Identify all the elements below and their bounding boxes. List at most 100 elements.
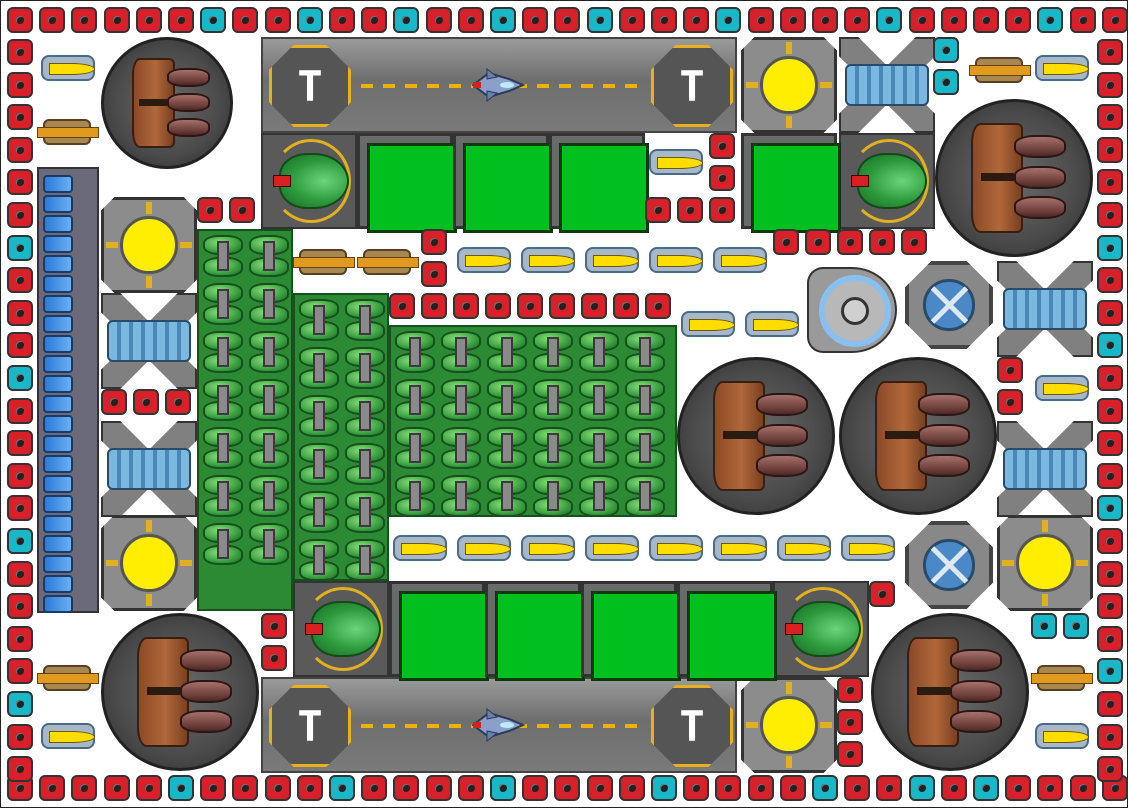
armor-block-red[interactable] xyxy=(1097,104,1123,131)
reactor-module[interactable] xyxy=(101,613,259,771)
armor-block-red[interactable] xyxy=(709,133,735,159)
fighter-hangar[interactable] xyxy=(293,581,389,677)
laser-turret[interactable] xyxy=(709,533,771,563)
armor-block-red[interactable] xyxy=(1097,267,1123,294)
armor-block-cyan[interactable] xyxy=(393,7,420,33)
laser-turret[interactable] xyxy=(645,533,707,563)
armor-block-red[interactable] xyxy=(618,775,645,801)
armor-block-red[interactable] xyxy=(261,613,287,639)
armor-block-red[interactable] xyxy=(779,775,806,801)
armor-block-red[interactable] xyxy=(71,775,98,801)
armor-block-red[interactable] xyxy=(683,775,710,801)
laser-turret[interactable] xyxy=(1031,373,1093,403)
armor-block-red[interactable] xyxy=(71,7,98,33)
armor-block-red[interactable] xyxy=(389,293,415,319)
beacon-tower[interactable] xyxy=(101,515,197,611)
laser-turret[interactable] xyxy=(1031,53,1093,83)
armor-block-red[interactable] xyxy=(709,165,735,191)
armor-block-red[interactable] xyxy=(773,229,799,255)
armor-block-red[interactable] xyxy=(997,357,1023,383)
landing-pad[interactable] xyxy=(581,581,681,681)
armor-block-red[interactable] xyxy=(554,7,581,33)
armor-block-red[interactable] xyxy=(1097,397,1123,424)
armor-block-red[interactable] xyxy=(549,293,575,319)
armor-block-red[interactable] xyxy=(677,197,703,223)
armor-block-red[interactable] xyxy=(1097,169,1123,196)
armor-block-cyan[interactable] xyxy=(908,775,935,801)
armor-block-red[interactable] xyxy=(1097,39,1123,65)
drill-module[interactable] xyxy=(101,421,197,517)
armor-block-red[interactable] xyxy=(421,229,447,255)
armor-block-red[interactable] xyxy=(7,136,33,163)
armor-block-red[interactable] xyxy=(39,775,66,801)
armor-block-red[interactable] xyxy=(876,775,903,801)
armor-block-red[interactable] xyxy=(135,775,162,801)
runway-pad-right[interactable]: T xyxy=(651,685,733,767)
cannon-turret[interactable] xyxy=(1031,661,1093,695)
armor-block-red[interactable] xyxy=(7,723,33,750)
armor-block-cyan[interactable] xyxy=(715,7,742,33)
armor-block-red[interactable] xyxy=(393,775,420,801)
armor-block-red[interactable] xyxy=(7,104,33,131)
armor-block-red[interactable] xyxy=(133,389,159,415)
armor-block-red[interactable] xyxy=(522,7,549,33)
armor-block-red[interactable] xyxy=(7,495,33,522)
armor-block-red[interactable] xyxy=(618,7,645,33)
armor-block-red[interactable] xyxy=(1097,202,1123,228)
laser-turret[interactable] xyxy=(677,309,739,339)
armor-block-red[interactable] xyxy=(973,7,999,33)
armor-block-red[interactable] xyxy=(844,775,871,801)
hydroponic-farm[interactable] xyxy=(293,293,389,581)
drill-module[interactable] xyxy=(101,293,197,389)
laser-turret[interactable] xyxy=(741,309,803,339)
reactor-module[interactable] xyxy=(935,99,1093,257)
reactor-module[interactable] xyxy=(101,37,233,169)
armor-block-red[interactable] xyxy=(1005,7,1032,33)
armor-block-red[interactable] xyxy=(425,7,452,33)
armor-block-red[interactable] xyxy=(457,7,484,33)
armor-block-red[interactable] xyxy=(421,293,447,319)
armor-block-red[interactable] xyxy=(296,775,323,801)
armor-block-red[interactable] xyxy=(101,389,127,415)
laser-turret[interactable] xyxy=(517,245,579,275)
armor-block-red[interactable] xyxy=(1069,775,1096,801)
laser-turret[interactable] xyxy=(37,721,99,751)
armor-block-red[interactable] xyxy=(869,229,895,255)
armor-block-red[interactable] xyxy=(361,775,388,801)
armor-block-red[interactable] xyxy=(264,7,291,33)
armor-block-red[interactable] xyxy=(645,293,671,319)
armor-block-red[interactable] xyxy=(1005,775,1032,801)
landing-pad[interactable] xyxy=(677,581,777,681)
runway-pad-left[interactable]: T xyxy=(269,685,351,767)
armor-block-red[interactable] xyxy=(747,775,774,801)
armor-block-red[interactable] xyxy=(7,267,33,294)
armor-block-cyan[interactable] xyxy=(7,365,33,391)
armor-block-cyan[interactable] xyxy=(7,234,33,261)
armor-block-cyan[interactable] xyxy=(1097,234,1123,261)
armor-block-cyan[interactable] xyxy=(933,69,959,95)
runway-pad-right[interactable]: T xyxy=(651,45,733,127)
cannon-turret[interactable] xyxy=(37,661,99,695)
beacon-tower[interactable] xyxy=(741,37,837,133)
armor-block-red[interactable] xyxy=(908,7,935,33)
laser-turret[interactable] xyxy=(453,245,515,275)
laser-turret[interactable] xyxy=(453,533,515,563)
armor-block-red[interactable] xyxy=(7,560,33,587)
armor-block-red[interactable] xyxy=(651,7,677,33)
landing-pad[interactable] xyxy=(357,133,457,233)
armor-block-red[interactable] xyxy=(683,7,710,33)
armor-block-red[interactable] xyxy=(581,293,607,319)
armor-block-cyan[interactable] xyxy=(1031,613,1057,639)
armor-block-red[interactable] xyxy=(421,261,447,287)
gear-hub-icon[interactable] xyxy=(905,521,993,609)
armor-block-cyan[interactable] xyxy=(200,7,227,33)
cannon-turret[interactable] xyxy=(969,53,1031,87)
armor-block-red[interactable] xyxy=(1097,136,1123,163)
drill-module[interactable] xyxy=(997,421,1093,517)
armor-block-red[interactable] xyxy=(103,7,130,33)
armor-block-cyan[interactable] xyxy=(876,7,903,33)
cannon-turret[interactable] xyxy=(357,245,419,279)
armor-block-cyan[interactable] xyxy=(168,775,194,801)
armor-block-red[interactable] xyxy=(7,397,33,424)
